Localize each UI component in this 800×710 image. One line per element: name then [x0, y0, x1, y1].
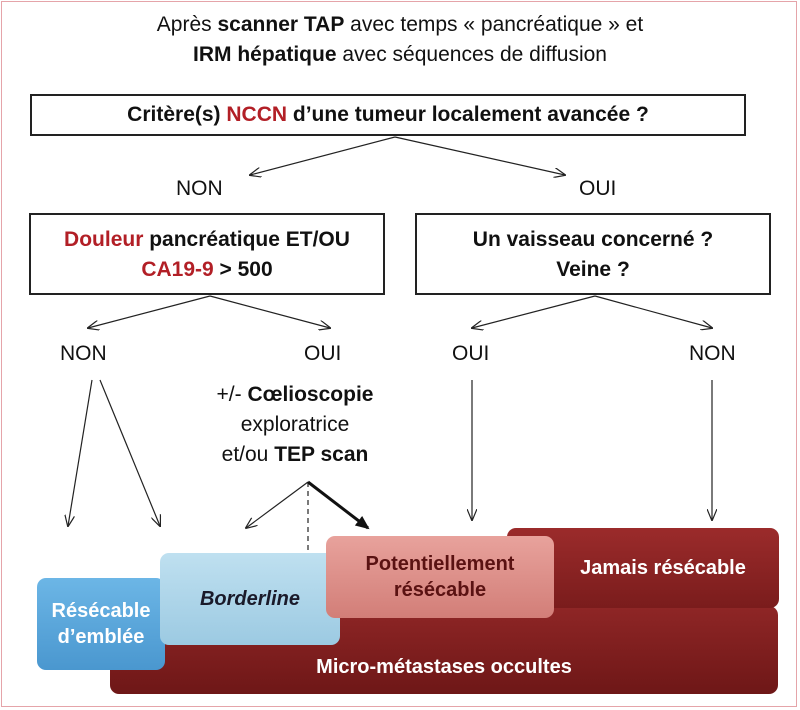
arrow-exam-to-borderline — [246, 481, 309, 528]
question-vaisseau-line2: Veine ? — [556, 258, 630, 281]
question-nccn-text: Critère(s) NCCN d’une tumeur localement … — [127, 103, 649, 126]
block-micro-metastases-label: Micro-métastases occultes — [316, 656, 572, 678]
arrow-non-to-borderline — [99, 379, 160, 526]
level2-left-oui-label: OUI — [304, 342, 342, 365]
level2-left-non-label: NON — [60, 342, 107, 365]
arrow-q2-to-non — [88, 295, 211, 328]
level1-oui-label: OUI — [579, 177, 617, 200]
block-resecable-emblee: Résécable d’emblée — [37, 578, 165, 670]
question-nccn-box: Critère(s) NCCN d’une tumeur localement … — [30, 94, 746, 136]
arrow-q1-to-oui — [394, 136, 565, 175]
question-vaisseau-box: Un vaisseau concerné ? Veine ? — [415, 213, 771, 295]
level2-right-non-label: NON — [689, 342, 736, 365]
arrow-non-to-resecable — [68, 379, 93, 526]
header-line2: IRM hépatique avec séquences de diffusio… — [193, 43, 607, 66]
block-borderline: Borderline — [160, 553, 340, 645]
exam-line2: exploratrice — [240, 413, 350, 436]
arrow-exam-to-potentiellement-bold — [307, 480, 370, 530]
block-potentiellement-resecable: Potentiellement résécable — [326, 536, 554, 618]
arrow-q2-to-oui — [209, 295, 330, 328]
exam-line1: +/- Cœlioscopie — [216, 383, 374, 406]
question-douleur-line1: Douleur pancréatique ET/OU — [64, 228, 350, 251]
question-douleur-line2: CA19-9 > 500 — [141, 258, 273, 281]
block-potentiellement-resecable-label: Potentiellement résécable — [365, 553, 515, 601]
question-douleur-box: Douleur pancréatique ET/OU CA19-9 > 500 — [29, 213, 385, 295]
header-line1: Après scanner TAP avec temps « pancréati… — [156, 13, 644, 36]
arrow-q3-to-non — [594, 295, 712, 328]
block-jamais-resecable-label: Jamais résécable — [580, 557, 746, 579]
arrow-q3-to-oui — [472, 295, 596, 328]
level1-non-label: NON — [176, 177, 223, 200]
level2-right-oui-label: OUI — [452, 342, 490, 365]
block-borderline-label: Borderline — [199, 588, 301, 610]
question-vaisseau-line1: Un vaisseau concerné ? — [472, 228, 714, 251]
arrow-q1-to-non — [250, 136, 396, 175]
block-resecable-emblee-label: Résécable d’emblée — [51, 600, 151, 648]
exam-line3: et/ou TEP scan — [221, 443, 369, 466]
